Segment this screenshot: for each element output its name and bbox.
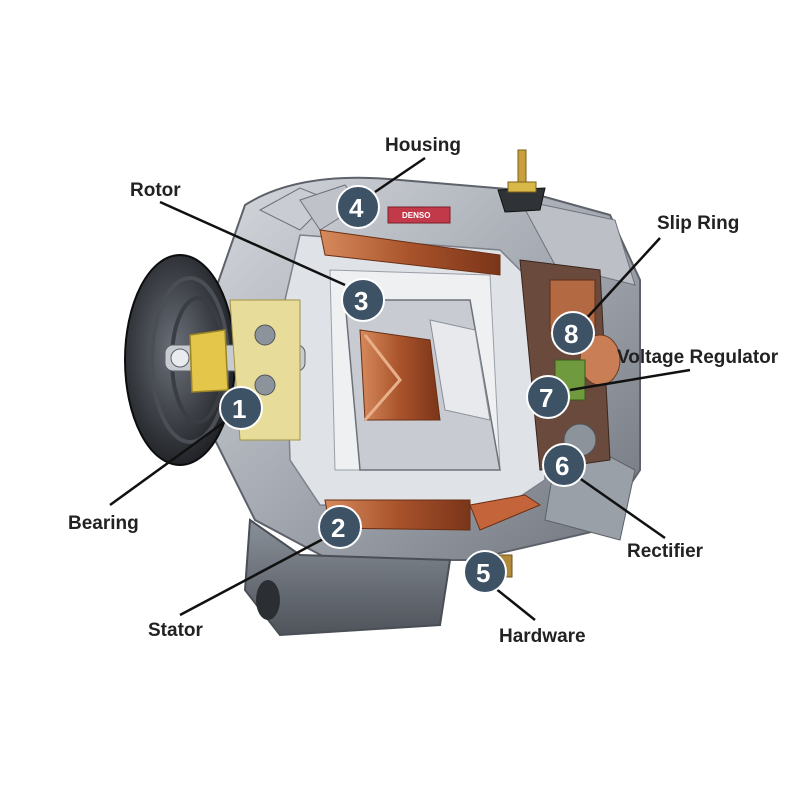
- leader-housing: [374, 156, 426, 194]
- label-rotor: Rotor: [130, 180, 181, 201]
- brand-plate: DENSO: [387, 206, 451, 224]
- svg-text:8: 8: [564, 319, 578, 349]
- svg-text:1: 1: [232, 394, 246, 424]
- svg-text:6: 6: [555, 451, 569, 481]
- svg-text:7: 7: [539, 383, 553, 413]
- marker-7: 7: [526, 375, 570, 419]
- brand-logo-text: DENSO: [402, 211, 430, 220]
- label-rectifier: Rectifier: [627, 541, 704, 562]
- leader-slip-ring: [584, 237, 661, 321]
- svg-text:5: 5: [476, 558, 490, 588]
- marker-1: 1: [219, 386, 263, 430]
- label-housing: Housing: [385, 135, 461, 156]
- label-bearing: Bearing: [68, 513, 139, 534]
- marker-4: 4: [336, 185, 380, 229]
- marker-5: 5: [463, 550, 507, 594]
- svg-text:2: 2: [331, 513, 345, 543]
- label-stator: Stator: [148, 620, 203, 641]
- label-slip-ring: Slip Ring: [657, 213, 740, 234]
- leader-voltage-regulator: [569, 368, 691, 392]
- svg-text:4: 4: [349, 193, 364, 223]
- marker-2: 2: [318, 505, 362, 549]
- label-voltage-regulator: Voltage Regulator: [617, 347, 779, 368]
- leader-bearing: [109, 416, 231, 507]
- marker-8: 8: [551, 311, 595, 355]
- rotor-assembly: [344, 299, 501, 471]
- label-hardware: Hardware: [499, 626, 586, 647]
- front-bearing: [164, 299, 306, 441]
- marker-6: 6: [542, 443, 586, 487]
- marker-3: 3: [341, 278, 385, 322]
- leader-rectifier: [574, 473, 666, 540]
- svg-text:3: 3: [354, 286, 368, 316]
- leader-rotor: [159, 200, 346, 287]
- leader-stator: [179, 536, 326, 617]
- terminal-stud: [497, 149, 546, 213]
